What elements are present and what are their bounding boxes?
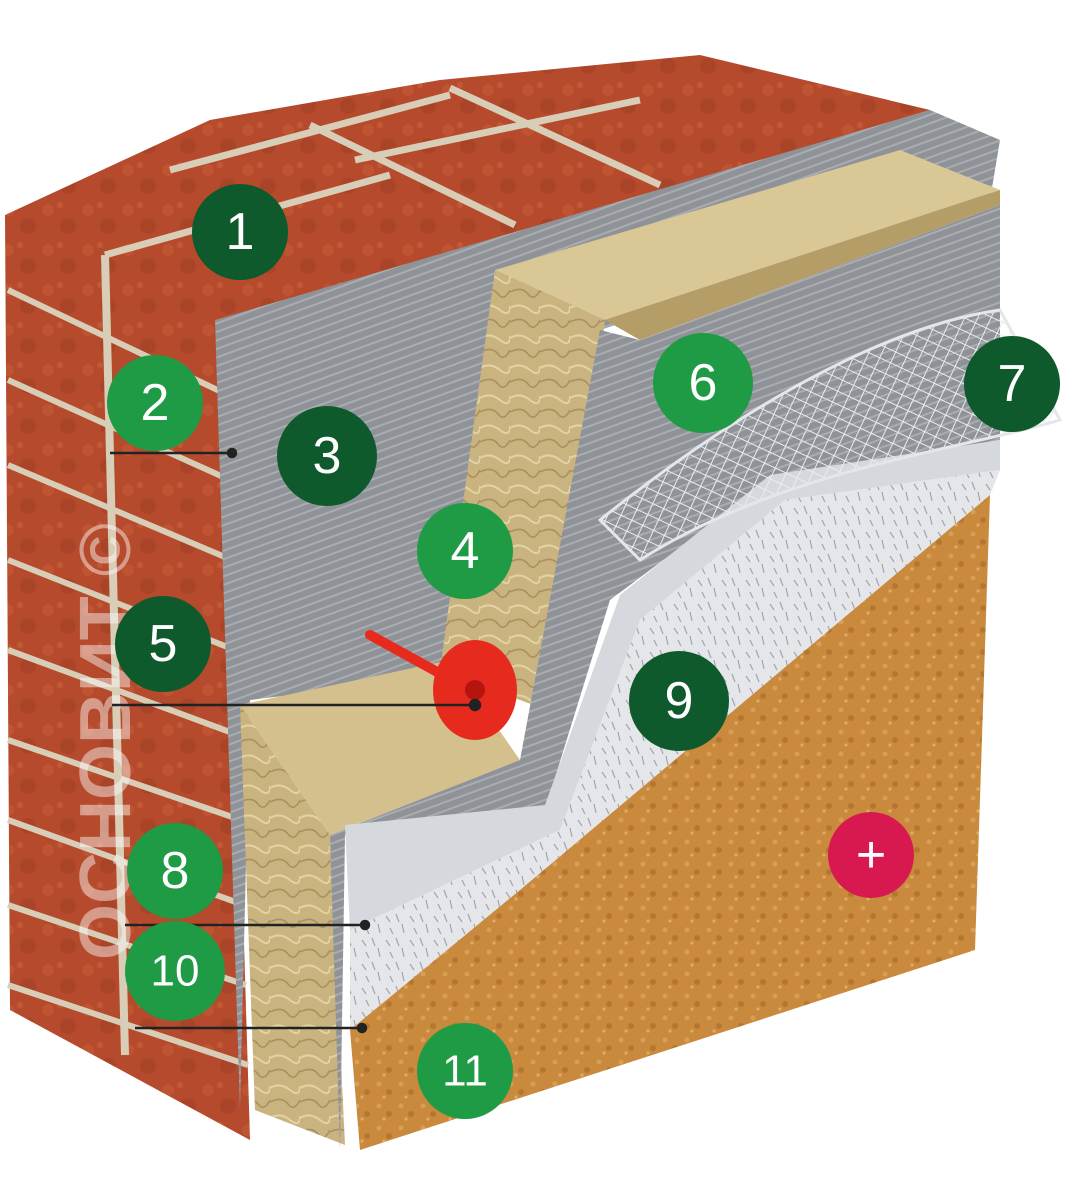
- badge-8-circle: [127, 823, 223, 919]
- reinforcing-mesh: [597, 308, 1063, 562]
- badge-2[interactable]: 2: [107, 355, 203, 451]
- badge-4-circle: [417, 503, 513, 599]
- badge-plus-label: +: [856, 826, 886, 884]
- badge-11[interactable]: 11: [417, 1023, 513, 1119]
- badge-6-circle: [653, 333, 753, 433]
- badge-9-label: 9: [665, 672, 694, 730]
- insulation-board-upper-top: [495, 150, 1000, 320]
- badge-2-circle: [107, 355, 203, 451]
- badge-9-circle: [629, 651, 729, 751]
- badge-5-label: 5: [149, 615, 178, 673]
- leader-lines: [110, 447, 482, 1034]
- leader-dot-2: [226, 447, 238, 459]
- badge-1[interactable]: 1: [192, 184, 288, 280]
- badge-5[interactable]: 5: [115, 596, 211, 692]
- badge-plus-circle: [828, 812, 914, 898]
- badge-11-circle: [417, 1023, 513, 1119]
- badge-plus[interactable]: +: [828, 812, 914, 898]
- reinforcing-mesh-sheet: [597, 308, 1063, 562]
- badge-3-label: 3: [313, 427, 342, 485]
- plate-dowel: [365, 630, 517, 740]
- badge-6-label: 6: [689, 354, 718, 412]
- badge-3-circle: [277, 406, 377, 506]
- insulation-board-side: [605, 190, 1000, 340]
- badge-10-circle: [125, 921, 225, 1021]
- adhesive-layer: [215, 110, 1000, 1110]
- badge-7-label: 7: [998, 355, 1027, 413]
- badge-1-circle: [192, 184, 288, 280]
- brick-front-vertical-mortar: [101, 254, 129, 1056]
- badge-10[interactable]: 10: [125, 921, 225, 1021]
- leader-dot-10: [356, 1022, 368, 1034]
- badge-7[interactable]: 7: [964, 336, 1060, 432]
- badge-3[interactable]: 3: [277, 406, 377, 506]
- leader-dot-5: [468, 698, 482, 712]
- decorative-plaster-finish: [350, 495, 990, 1150]
- badge-11-label: 11: [442, 1047, 488, 1096]
- badge-1-label: 1: [226, 203, 255, 261]
- primer-layer: [345, 440, 1000, 930]
- badge-6[interactable]: 6: [653, 333, 753, 433]
- badge-10-label: 10: [151, 947, 200, 996]
- layer-badges: 1 2 3 4 5 6 7 8 9 10 11 +: [107, 184, 1060, 1119]
- badge-2-label: 2: [141, 374, 170, 432]
- badge-4-label: 4: [451, 522, 480, 580]
- badge-4[interactable]: 4: [417, 503, 513, 599]
- leader-dot-8: [359, 919, 371, 931]
- badge-8[interactable]: 8: [127, 823, 223, 919]
- dowel-center: [465, 680, 485, 700]
- badge-7-circle: [964, 336, 1060, 432]
- badge-5-circle: [115, 596, 211, 692]
- badge-8-label: 8: [161, 842, 190, 900]
- badge-9[interactable]: 9: [629, 651, 729, 751]
